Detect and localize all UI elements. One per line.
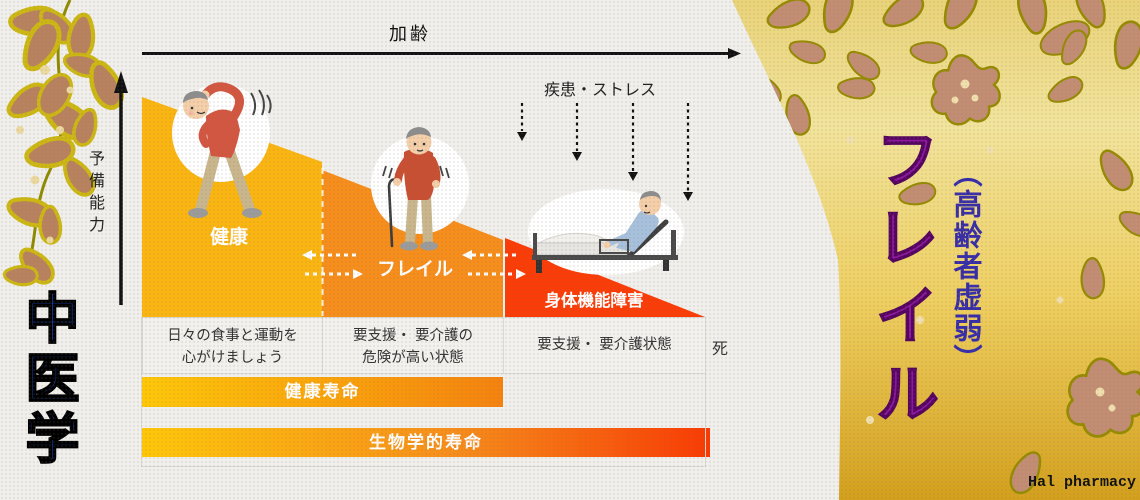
note-text: 日々の食事と運動を (167, 328, 298, 344)
frailty-subtitle-vertical-text: （高齢者虚弱） (949, 158, 981, 375)
aging-axis-arrow-icon (142, 48, 741, 59)
reserve-capacity-axis-label: 予備能力 (86, 150, 103, 238)
motion-lines-icon (250, 89, 272, 116)
note-text: 要支援・ 要介護状態 (537, 337, 672, 353)
chinese-medicine-vertical-text: 中医学 (16, 289, 78, 471)
table-guide-left (141, 317, 142, 467)
pharmacy-credit: Hal pharmacy (1028, 474, 1137, 491)
note-text: 心がけましょう (181, 349, 284, 366)
table-guide-bottom (141, 466, 706, 467)
reserve-axis-arrow-icon (114, 71, 128, 305)
table-guide-right (705, 317, 706, 467)
death-label: 死 (712, 341, 729, 358)
stress-arrows-icon (520, 103, 690, 191)
note-box-healthy: 日々の食事と運動を 心がけましょう (142, 317, 323, 374)
note-box-disability: 要支援・ 要介護状態 (503, 317, 706, 374)
stress-arrowheads-icon (517, 132, 693, 201)
note-box-frailty: 要支援・ 要介護の 危険が高い状態 (322, 317, 504, 374)
disease-stress-label: 疾患・ストレス (543, 82, 656, 99)
stage-block-frailty (322, 170, 503, 317)
stage-label-disability: 身体機能障害 (544, 292, 644, 310)
foliage-ornament-icon (0, 0, 130, 296)
note-text: 危険が高い状態 (362, 349, 464, 366)
frailty-title-vertical-text: フレイル (865, 125, 939, 439)
note-text: 要支援・ 要介護の (352, 328, 474, 344)
aging-axis-label: 加齢 (389, 24, 431, 44)
stage-block-healthy (142, 97, 322, 317)
stage-label-frailty: フレイル (376, 259, 453, 280)
wobble-lines-icon (382, 165, 450, 179)
stage-label-healthy: 健康 (209, 227, 248, 248)
healthy-lifespan-bar: 健康寿命 (142, 377, 503, 407)
biological-lifespan-bar: 生物学的寿命 (142, 428, 710, 457)
